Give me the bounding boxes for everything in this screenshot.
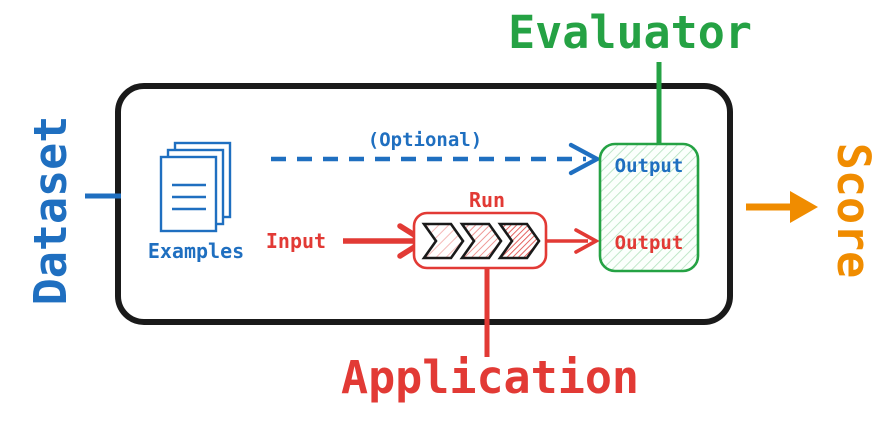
- run-to-output-arrow: [546, 228, 600, 254]
- output-prediction-label: Output: [614, 232, 684, 254]
- run-label: Run: [468, 188, 506, 212]
- chevron-pipeline-icon: [421, 222, 541, 260]
- output-reference-label: Output: [614, 155, 684, 177]
- input-arrow: [343, 223, 430, 259]
- main-container-box: [115, 83, 733, 325]
- input-label: Input: [265, 229, 327, 253]
- run-pipeline-group: [412, 211, 548, 270]
- optional-dashed-arrow: [271, 142, 602, 176]
- evaluator-label: Evaluator: [508, 6, 752, 59]
- optional-label: (Optional): [367, 129, 483, 151]
- examples-label: Examples: [147, 239, 245, 263]
- score-label: Score: [827, 142, 881, 279]
- evaluator-output-box: [598, 142, 700, 273]
- dataset-label: Dataset: [23, 115, 77, 306]
- application-label: Application: [340, 351, 639, 404]
- stacked-documents-icon: [159, 141, 232, 233]
- score-arrow: [746, 191, 818, 223]
